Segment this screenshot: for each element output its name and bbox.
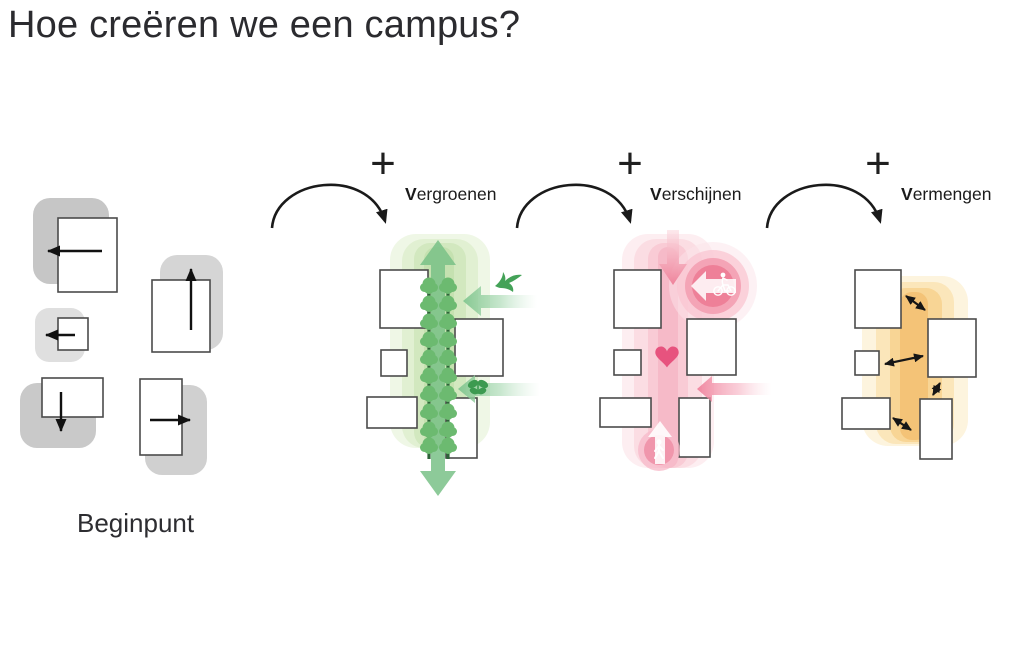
building-block [919,398,953,460]
step-label-vergroenen: Vergroenen [405,184,497,204]
expansion-arrows [45,245,197,432]
building-block [678,397,711,458]
vergroenen-diagram [366,234,540,496]
building-block [854,350,880,376]
double-headed-arrow-icon [905,295,926,311]
plus-icon: + [865,139,891,188]
building-block [454,318,504,377]
beginpunt-label: Beginpunt [77,508,195,538]
step-label-verschijnen: Verschijnen [650,184,742,204]
page-title: Hoe creëren we een campus? [8,4,521,46]
double-headed-arrow-icon [892,417,912,431]
building-block [927,318,977,378]
pedestrian-badge [638,421,680,471]
plus-icon: + [370,139,396,188]
curved-arrow-icon [765,183,883,229]
plus-icon: + [617,139,643,188]
building-block [380,349,408,377]
beginpunt-diagram [20,198,223,475]
double-headed-arrow-icon [884,353,924,367]
building-block [57,217,118,293]
mixing-arrows [884,295,942,431]
bird-icon [495,272,522,292]
building-block [613,349,642,376]
cyclist-badge [669,242,757,330]
curved-arrow-icon [515,183,633,229]
verschijnen-diagram [599,230,772,471]
arrow-left-icon [691,271,736,301]
butterfly-icon [467,379,489,395]
vermengen-diagram [841,269,977,460]
building-block [613,269,662,329]
building-block [854,269,902,329]
heart-icon [655,346,679,368]
building-block [41,377,104,418]
building-block [841,397,891,430]
vertical-double-arrow-icon [420,240,456,496]
down-arrow-icon [659,230,687,285]
pink-flow-arrow-icon [697,376,772,402]
green-flow-arrow-icon [463,286,537,316]
building-block [599,397,652,428]
curved-arrow-icon [270,183,388,229]
building-block [366,396,418,429]
double-headed-arrow-icon [931,382,942,396]
green-flow-arrow-icon [458,375,540,403]
building-block [151,279,211,353]
building-block [379,269,429,329]
building-block [139,378,183,456]
pedestrian-icon [654,439,664,459]
step-label-vermengen: Vermengen [901,184,992,204]
cyclist-icon [713,272,736,296]
building-block [686,318,737,376]
